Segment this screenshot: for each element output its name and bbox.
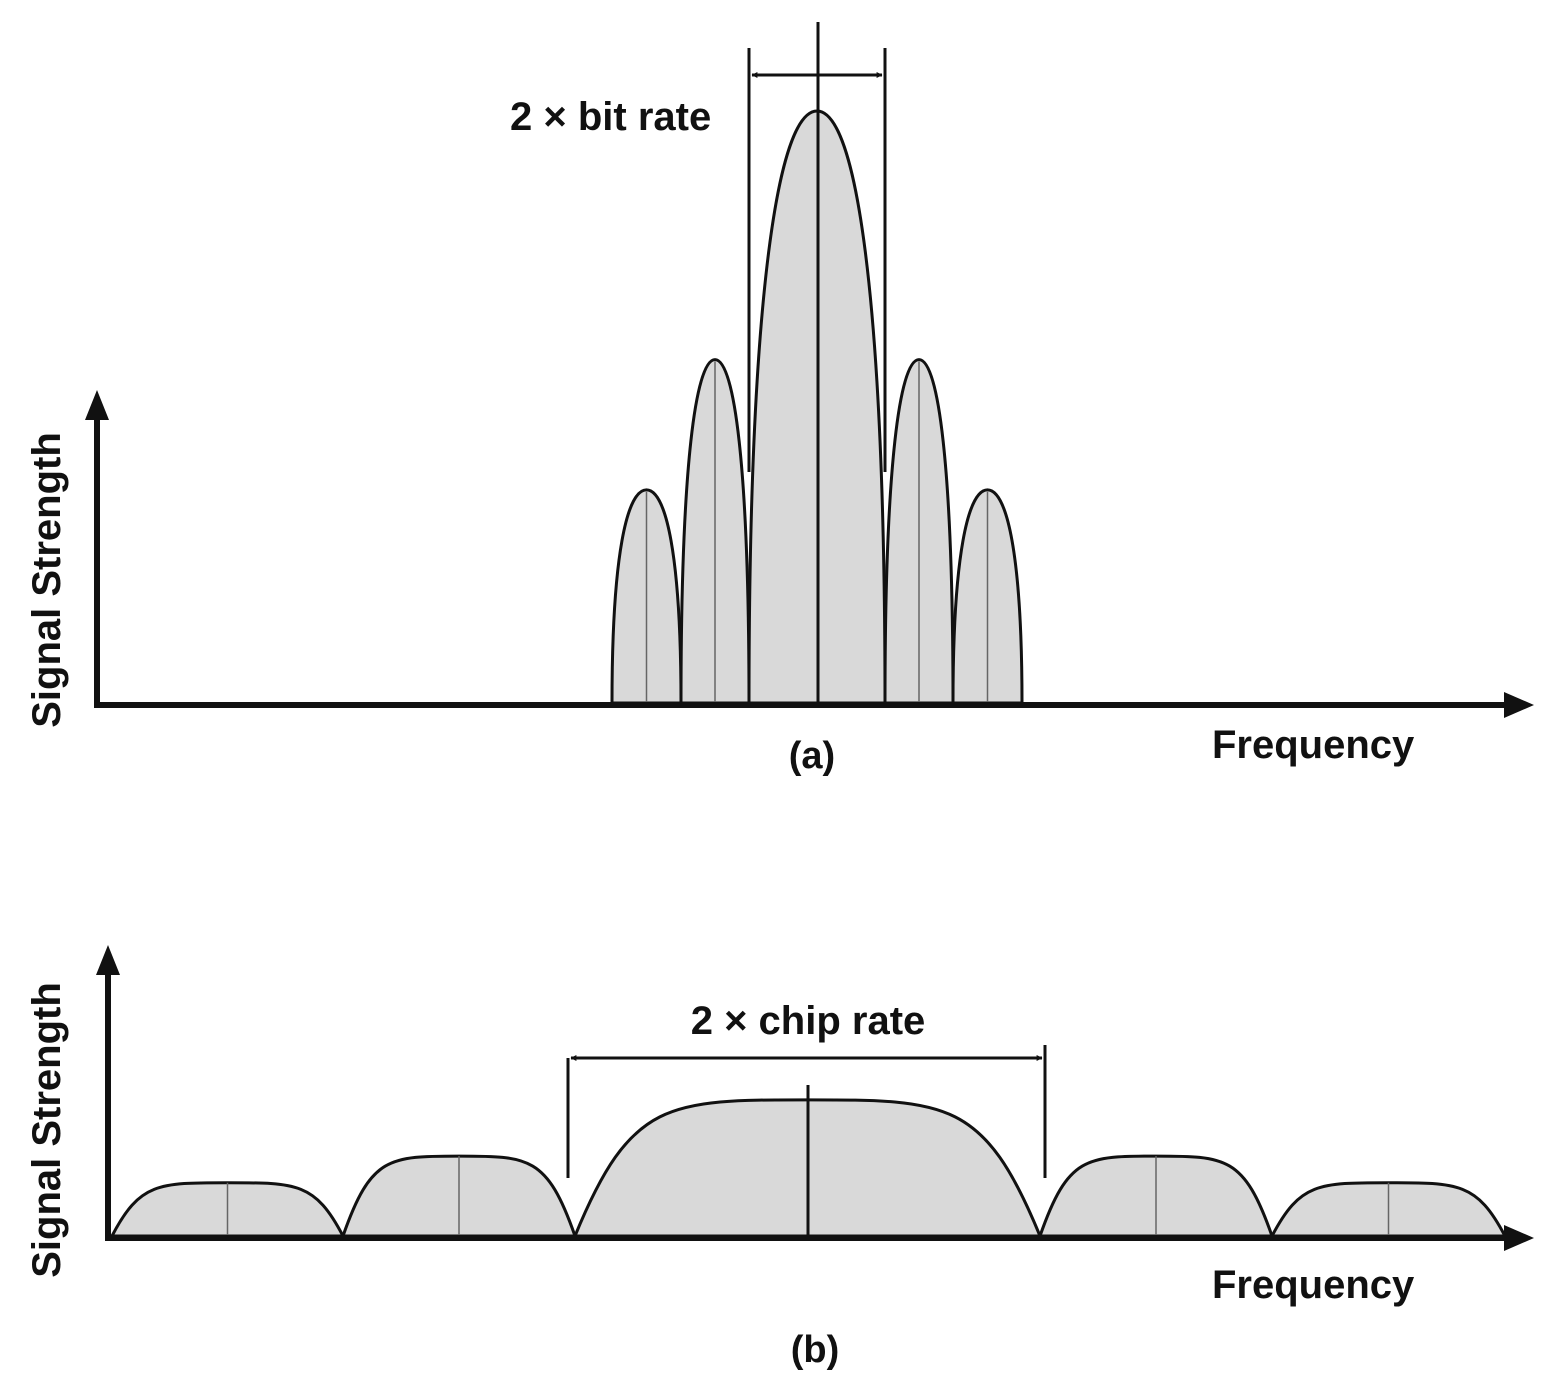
y-axis-arrowhead-b bbox=[96, 945, 120, 975]
x-axis-label-a: Frequency bbox=[1212, 723, 1415, 767]
x-axis-label-b: Frequency bbox=[1212, 1263, 1415, 1307]
y-axis-label-b: Signal Strength bbox=[25, 982, 69, 1278]
bandwidth-label-a: 2 × bit rate bbox=[510, 95, 711, 139]
bandwidth-label-b: 2 × chip rate bbox=[691, 999, 926, 1043]
y-axis-arrowhead-a bbox=[85, 390, 109, 420]
panel-b: 2 × chip rate (b) Frequency Signal Stren… bbox=[25, 945, 1534, 1371]
spectrum-lobes-a bbox=[610, 109, 1024, 705]
panel-a: 2 × bit rate (a) Frequency Signal Streng… bbox=[25, 22, 1534, 777]
y-axis-label-a: Signal Strength bbox=[25, 432, 69, 728]
panel-label-b: (b) bbox=[791, 1329, 840, 1371]
x-axis-arrowhead-b bbox=[1504, 1225, 1534, 1251]
panel-label-a: (a) bbox=[789, 735, 835, 777]
x-axis-arrowhead-a bbox=[1504, 692, 1534, 718]
